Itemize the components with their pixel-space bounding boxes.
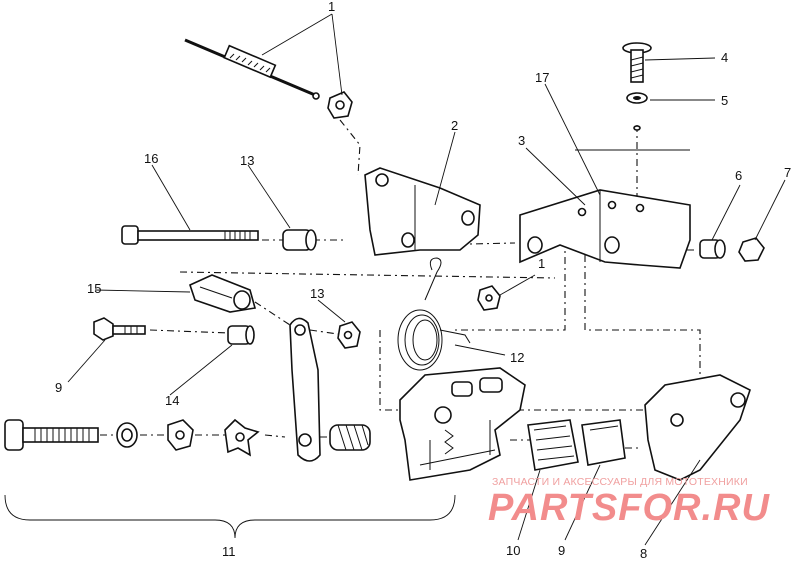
- callout-13-upper: 13: [240, 153, 254, 168]
- callout-13-middle: 13: [310, 286, 324, 301]
- assembly-lines: [100, 119, 701, 449]
- part-coil-spring: [397, 257, 471, 371]
- callout-10: 10: [506, 543, 520, 558]
- part-brake-pad-10: [527, 419, 579, 471]
- callout-labels: 1 1 2 3 4 5 6 7 8 9 9 10 11 12 13 13 14 …: [55, 0, 791, 561]
- part-spacer-left: [227, 325, 255, 345]
- part-top-bolt: [622, 42, 652, 131]
- callout-2: 2: [451, 118, 458, 133]
- callout-1-lower: 1: [538, 256, 545, 271]
- part-long-bolt: [121, 225, 259, 245]
- part-caliper-housing: [399, 367, 526, 481]
- callout-4: 4: [721, 50, 728, 65]
- callout-15: 15: [87, 281, 101, 296]
- part-cable-assembly: [184, 38, 353, 119]
- callout-6: 6: [735, 168, 742, 183]
- watermark-logo: PARTSFOR.RU: [488, 487, 770, 529]
- callout-5: 5: [721, 93, 728, 108]
- watermark-caption: ЗАПЧАСТИ И АКСЕССУАРЫ ДЛЯ МОТОТЕХНИКИ: [492, 476, 748, 488]
- part-long-bolt-lower: [4, 419, 99, 451]
- part-washer-lower: [116, 422, 138, 448]
- part-nut-center: [477, 285, 501, 311]
- callout-7: 7: [784, 165, 791, 180]
- part-nut-lower: [167, 419, 194, 451]
- callout-9-left: 9: [55, 380, 62, 395]
- callout-12: 12: [510, 350, 524, 365]
- callout-14: 14: [165, 393, 179, 408]
- watermark: ЗАПЧАСТИ И АКСЕССУАРЫ ДЛЯ МОТОТЕХНИКИ PA…: [488, 476, 770, 529]
- part-brake-pad-9: [581, 419, 626, 466]
- callout-9-pad: 9: [558, 543, 565, 558]
- callout-16: 16: [144, 151, 158, 166]
- part-worm-gear: [329, 424, 371, 451]
- callout-3: 3: [518, 133, 525, 148]
- part-side-plate: [644, 374, 751, 481]
- part-left-bracket: [364, 167, 481, 256]
- callout-17: 17: [535, 70, 549, 85]
- callout-8: 8: [640, 546, 647, 561]
- part-spacer-upper: [282, 229, 317, 251]
- part-star-washer: [224, 418, 260, 457]
- part-lever-arm: [289, 317, 321, 462]
- part-right-spacer-nut: [699, 237, 765, 262]
- callout-11: 11: [222, 544, 236, 559]
- part-spacer-middle: [337, 321, 361, 349]
- part-short-bolt: [93, 317, 146, 341]
- part-clamp: [189, 274, 257, 313]
- part-right-bracket: [519, 189, 691, 269]
- callout-1-top: 1: [328, 0, 335, 14]
- callout-leaders: [4, 13, 786, 546]
